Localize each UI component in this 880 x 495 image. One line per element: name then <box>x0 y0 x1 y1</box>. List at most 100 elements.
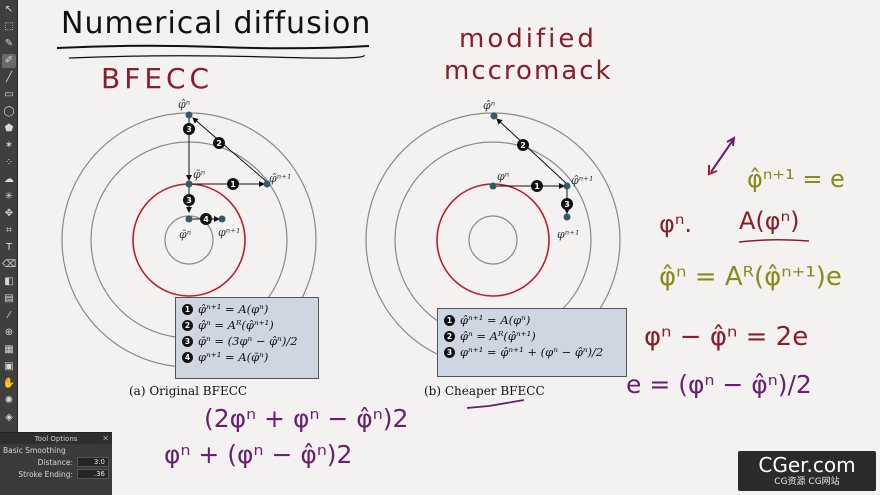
svg-text:1: 1 <box>534 182 540 191</box>
right-node-top <box>490 112 498 120</box>
left-node-top <box>185 111 193 119</box>
pointer-icon[interactable]: ↖ <box>4 4 14 15</box>
smoothing-row[interactable]: Basic Smoothing <box>0 444 112 456</box>
gradient-icon[interactable]: ▤ <box>4 293 14 304</box>
hw-bfecc: BFECC <box>101 62 214 95</box>
title-underline <box>56 44 370 50</box>
distance-label: Distance: <box>37 457 73 467</box>
spray-icon[interactable]: ⁘ <box>4 157 14 168</box>
right-label-right: φ̂ⁿ⁺¹ <box>571 174 593 187</box>
picker-icon[interactable]: ⁄ <box>8 310 10 321</box>
text-icon[interactable]: T <box>5 242 13 253</box>
star-icon[interactable]: ✶ <box>4 140 14 151</box>
hw-title: Numerical diffusion <box>61 6 372 41</box>
tool-options-title-bar[interactable]: Tool Options ✕ <box>0 433 112 444</box>
hw-rhs-eq2-right: A(φⁿ) <box>739 207 800 235</box>
left-caption: (a) Original BFECC <box>129 384 248 398</box>
smoothing-select[interactable]: Basic Smoothing <box>3 445 66 455</box>
right-node-end <box>563 213 571 221</box>
hw-bottom-eq2: φⁿ + (φⁿ − φ̂ⁿ)2 <box>164 440 353 469</box>
left-step-badges: 1 2 3 3 4 <box>183 123 239 225</box>
right-inner-ring <box>468 215 518 265</box>
svg-text:1: 1 <box>230 180 236 189</box>
right-label-end: φⁿ⁺¹ <box>557 228 579 241</box>
annotation-underline <box>738 238 810 243</box>
grid-icon[interactable]: ▦ <box>4 344 14 355</box>
right-label-top: φ̂ⁿ <box>483 99 495 112</box>
close-icon[interactable]: ✕ <box>102 434 109 443</box>
polygon-icon[interactable]: ⬟ <box>4 123 14 134</box>
right-caption: (b) Cheaper BFECC <box>424 384 545 398</box>
hand-icon[interactable]: ✋ <box>2 378 16 389</box>
assistant-icon[interactable]: ◈ <box>5 412 13 423</box>
filter-icon[interactable]: ✺ <box>4 395 14 406</box>
hw-maccormack: mccromack <box>444 56 613 86</box>
pen-tool-icon[interactable]: ✐ <box>2 54 16 68</box>
svg-text:4: 4 <box>203 215 209 224</box>
right-red-ring <box>436 183 550 297</box>
right-arrow-2 <box>496 118 568 185</box>
left-label-right: φ̂ⁿ⁺¹ <box>269 172 291 185</box>
smudge-icon[interactable]: ☁ <box>4 174 14 185</box>
hw-rhs-eq5: e = (φⁿ − φ̂ⁿ)/2 <box>626 370 812 399</box>
stroke-ending-label: Stroke Ending: <box>18 469 73 479</box>
left-node-end <box>218 215 226 223</box>
transform-icon[interactable]: ✳ <box>4 191 14 202</box>
hw-rhs-eq2-left: φⁿ. <box>659 210 693 238</box>
distance-row: Distance: 3.0 <box>0 456 112 468</box>
watermark-logo: CGer.com CG资源 CG网站 <box>738 451 876 491</box>
left-node-right <box>263 180 271 188</box>
svg-text:2: 2 <box>216 139 222 148</box>
hw-bottom-eq1: (2φⁿ + φⁿ − φ̂ⁿ)2 <box>204 404 409 433</box>
title-underline-2 <box>68 54 365 59</box>
hw-rhs-eq1: φ̂ⁿ⁺¹ = e <box>747 165 845 193</box>
right-node-mid <box>489 182 497 190</box>
tool-options-panel: Tool Options ✕ Basic Smoothing Distance:… <box>0 432 112 495</box>
watermark-subtitle: CG资源 CG网站 <box>774 477 840 487</box>
tool-strip: ↖ ⬚ ✎ ✐ ╱ ▭ ◯ ⬟ ✶ ⁘ ☁ ✳ ✥ ⌗ T ⌫ ◧ ▤ ⁄ ⊕ … <box>0 0 18 432</box>
stroke-ending-row: Stroke Ending: .36 <box>0 468 112 480</box>
line-icon[interactable]: ╱ <box>5 72 13 83</box>
rect-icon[interactable]: ▭ <box>4 89 14 100</box>
hw-modified: modified <box>459 24 597 54</box>
check-annotation <box>466 399 525 409</box>
distance-input[interactable]: 3.0 <box>77 457 109 467</box>
hw-rhs-eq3: φ̂ⁿ = Aᴿ(φ̂ⁿ⁺¹)e <box>659 262 842 292</box>
left-label-top: φ̂ⁿ <box>178 98 190 111</box>
left-node-mid <box>185 180 193 188</box>
crop-icon[interactable]: ⌗ <box>6 225 12 236</box>
fill-icon[interactable]: ◧ <box>4 276 14 287</box>
right-step-badges: 1 2 3 <box>517 139 573 210</box>
left-label-bottom: φ̄ⁿ <box>179 228 191 241</box>
zoom-icon[interactable]: ⊕ <box>4 327 14 338</box>
drawing-canvas[interactable]: 1 2 3 3 4 φ̂ⁿ φ̄ⁿ φ̂ⁿ⁺¹ φ̄ⁿ φⁿ⁺¹ <box>19 0 880 495</box>
left-label-end: φⁿ⁺¹ <box>218 226 240 239</box>
stroke-ending-input[interactable]: .36 <box>77 469 109 479</box>
svg-text:3: 3 <box>564 200 570 209</box>
ellipse-icon[interactable]: ◯ <box>3 106 15 117</box>
eraser-icon[interactable]: ⌫ <box>1 259 17 270</box>
layers-icon[interactable]: ▣ <box>4 361 14 372</box>
svg-text:2: 2 <box>520 141 526 150</box>
svg-text:3: 3 <box>186 196 192 205</box>
left-label-mid: φ̄ⁿ <box>193 168 205 181</box>
hw-rhs-eq4: φⁿ − φ̂ⁿ = 2e <box>644 322 809 352</box>
move-icon[interactable]: ✥ <box>4 208 14 219</box>
right-label-mid: φⁿ <box>497 170 509 183</box>
right-node-right <box>563 182 571 190</box>
double-arrow-annotation <box>708 136 736 176</box>
svg-text:3: 3 <box>186 125 192 134</box>
brush-icon[interactable]: ✎ <box>4 38 14 49</box>
select-icon[interactable]: ⬚ <box>4 21 14 32</box>
tool-options-title: Tool Options <box>34 434 78 443</box>
watermark-title: CGer.com <box>758 453 856 477</box>
